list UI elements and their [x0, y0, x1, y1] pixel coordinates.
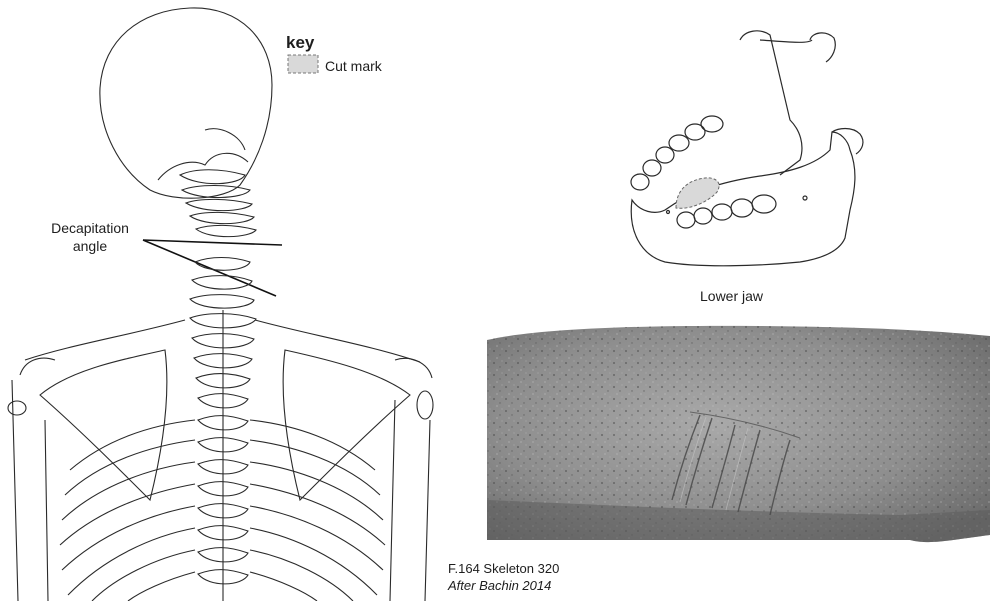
key-swatch: [288, 55, 318, 73]
ribs-left: [60, 420, 195, 601]
clavicle-right: [255, 320, 420, 362]
cervical-spine: [180, 170, 256, 237]
figure-credit: F.164 Skeleton 320 After Bachin 2014: [448, 560, 559, 594]
clavicle-left: [25, 320, 185, 360]
lower-jaw-label: Lower jaw: [700, 288, 763, 304]
scapula-left: [40, 350, 167, 500]
humerus-left: [12, 380, 48, 601]
key-title: key: [286, 33, 314, 53]
decapitation-angle-label: Decapitation angle: [40, 219, 140, 255]
lower-jaw-drawing: [631, 31, 863, 266]
scapula-right: [283, 350, 410, 500]
decapitation-label-line1: Decapitation: [40, 219, 140, 237]
skeleton-drawing: [8, 8, 433, 601]
jaw-cut-mark: [676, 178, 719, 208]
credit-line2: After Bachin 2014: [448, 577, 559, 594]
humerus-right: [390, 400, 430, 601]
skull-outline: [100, 8, 272, 198]
credit-line2-text: After Bachin 2014: [448, 578, 551, 593]
decapitation-line-upper: [143, 240, 282, 245]
bone-photo: [487, 326, 990, 542]
decapitation-label-line2: angle: [40, 237, 140, 255]
credit-line1: F.164 Skeleton 320: [448, 560, 559, 577]
thoracic-spine: [190, 310, 256, 601]
key-cut-mark-label: Cut mark: [325, 58, 382, 74]
ribs-right: [250, 420, 385, 601]
